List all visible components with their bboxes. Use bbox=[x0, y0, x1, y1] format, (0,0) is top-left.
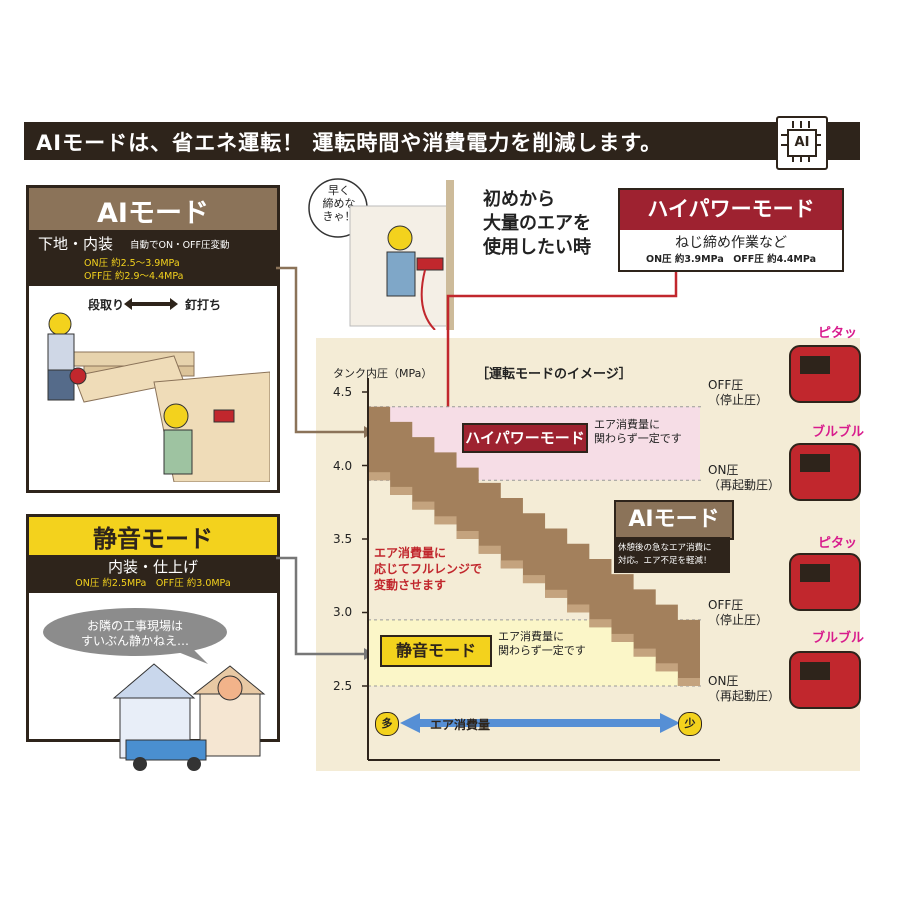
ai-step bbox=[368, 472, 391, 481]
highpower-connector-arrow bbox=[446, 272, 678, 420]
worker-wall-illustration bbox=[349, 180, 454, 330]
ai-connector-arrow bbox=[276, 266, 364, 434]
worker-speech-text: 早く 締めな きゃ！ bbox=[322, 184, 356, 223]
ai-mode-on-pressure: ON圧 約2.5〜3.9MPa bbox=[84, 258, 180, 269]
highpower-band-note: エア消費量に 関わらず一定です bbox=[594, 418, 682, 445]
quiet-connector-arrow bbox=[276, 556, 364, 656]
ai-step bbox=[611, 633, 634, 642]
ai-mode-off-pressure: OFF圧 約2.9〜4.4MPa bbox=[84, 271, 184, 282]
ai-stair-band bbox=[368, 406, 700, 686]
y-tick-label: 3.0 bbox=[333, 605, 353, 619]
ai-band-label: AIモード bbox=[614, 500, 734, 540]
step-prep-label: 段取り bbox=[88, 298, 125, 312]
ai-step bbox=[456, 531, 479, 539]
x-axis-right-label: 少 bbox=[678, 712, 702, 736]
highpower-intro-text: 初めから 大量のエアを 使用したい時 bbox=[483, 189, 591, 258]
ai-chip-label: AI bbox=[787, 129, 817, 157]
compressor-illustrations bbox=[789, 345, 861, 709]
ai-mode-title: AIモード bbox=[97, 198, 209, 229]
quiet-band-note: エア消費量に 関わらず一定です bbox=[498, 630, 586, 657]
level-label: ON圧 （再起動圧） bbox=[708, 674, 781, 703]
worker-illustration bbox=[47, 312, 270, 482]
speech-bubble-quiet bbox=[43, 608, 227, 664]
quiet-mode-use: 内装・仕上げ bbox=[107, 558, 198, 576]
level-label: OFF圧 （停止圧） bbox=[708, 378, 769, 407]
quiet-mode-title: 静音モード bbox=[93, 525, 213, 553]
compressor-icon bbox=[789, 651, 861, 709]
house-illustration bbox=[112, 663, 266, 771]
highpower-pressures: ON圧 約3.9MPa OFF圧 約4.4MPa bbox=[646, 254, 816, 265]
sound-label: ピタッ bbox=[818, 326, 858, 341]
ai-band-red-note: エア消費量に 応じてフルレンジで 変動させます bbox=[374, 546, 483, 592]
ai-step bbox=[434, 516, 457, 525]
double-arrow-icon bbox=[124, 298, 178, 310]
quiet-speech-text: お隣の工事現場は すいぶん静かねえ… bbox=[80, 619, 189, 648]
level-label: OFF圧 （停止圧） bbox=[708, 598, 769, 627]
sound-label: ブルブル bbox=[812, 631, 865, 646]
ai-step bbox=[390, 486, 413, 495]
ai-step bbox=[412, 501, 435, 510]
y-tick-label: 2.5 bbox=[333, 679, 353, 693]
ai-step bbox=[633, 648, 656, 657]
compressor-icon bbox=[789, 443, 861, 501]
compressor-icon bbox=[789, 345, 861, 403]
ai-step bbox=[500, 560, 523, 569]
quiet-band-label: 静音モード bbox=[380, 635, 492, 667]
quiet-mode-info-band bbox=[29, 555, 277, 593]
ai-band-note: 休憩後の急なエア消費に 対応。エア不足を軽減！ bbox=[614, 537, 730, 573]
sound-label: ブルブル bbox=[812, 425, 865, 440]
highpower-info-band bbox=[618, 230, 844, 272]
ai-step bbox=[655, 663, 678, 672]
ai-mode-info-band bbox=[29, 230, 277, 286]
highpower-card-header bbox=[618, 188, 844, 232]
banner-text: AIモードは、省エネ運転！ 運転時間や消費電力を削減します。 bbox=[36, 131, 663, 155]
ai-step bbox=[545, 589, 568, 598]
sound-label: ピタッ bbox=[818, 536, 858, 551]
ai-chip-icon: AI bbox=[776, 116, 828, 170]
y-tick-label: 3.5 bbox=[333, 532, 353, 546]
ai-mode-card-header bbox=[29, 188, 277, 230]
quiet-mode-pressures: ON圧 約2.5MPa OFF圧 約3.0MPa bbox=[75, 578, 231, 589]
y-tick-label: 4.0 bbox=[333, 459, 353, 473]
y-tick-label: 4.5 bbox=[333, 385, 353, 399]
ai-mode-use: 下地・内装 bbox=[38, 235, 114, 253]
x-double-arrow bbox=[400, 713, 680, 733]
ai-step bbox=[589, 619, 612, 628]
highpower-title: ハイパワーモード bbox=[647, 197, 815, 221]
chart-title: ［運転モードのイメージ］ bbox=[476, 367, 632, 382]
highpower-use: ねじ締め作業など bbox=[675, 235, 787, 251]
compressor-icon bbox=[789, 553, 861, 611]
highpower-band-label: ハイパワーモード bbox=[462, 423, 588, 453]
quiet-mode-card-header bbox=[29, 517, 277, 555]
x-axis-label: エア消費量 bbox=[430, 718, 491, 732]
step-nail-label: 釘打ち bbox=[185, 298, 222, 312]
level-label: ON圧 （再起動圧） bbox=[708, 463, 781, 492]
x-axis-left-label: 多 bbox=[375, 712, 399, 736]
y-axis-label: タンク内圧（MPa） bbox=[333, 367, 433, 380]
top-banner bbox=[24, 122, 860, 160]
ai-step bbox=[567, 604, 590, 613]
ai-step bbox=[478, 545, 501, 554]
ai-step bbox=[522, 575, 546, 584]
ai-mode-auto-note: 自動でON・OFF圧変動 bbox=[130, 240, 230, 251]
ai-step bbox=[677, 678, 700, 686]
